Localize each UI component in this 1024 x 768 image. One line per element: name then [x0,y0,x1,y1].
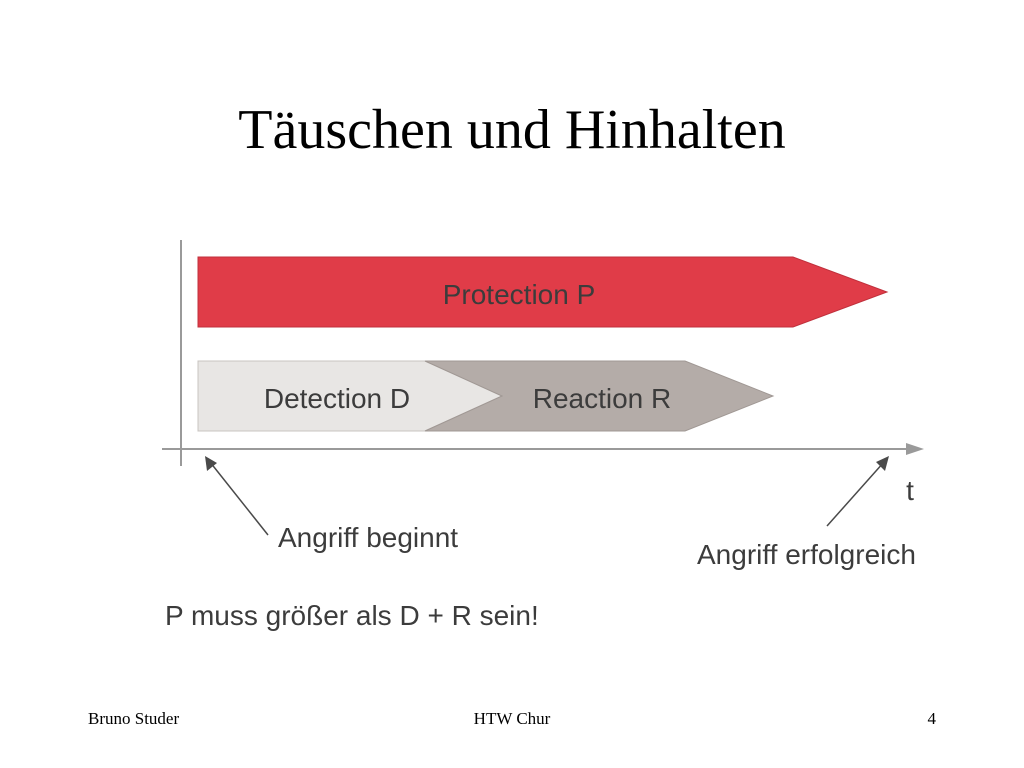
slide-title: Täuschen und Hinhalten [238,99,786,161]
protection-label: Protection P [443,279,596,310]
attack-success-label: Angriff erfolgreich [697,539,916,570]
attack-success-pointer-line [826,461,885,527]
reaction-bar [424,360,775,432]
attack-start-arrowhead [205,456,217,471]
attack-start-pointer-line [209,461,269,536]
protection-bar [197,256,889,328]
time-axis-arrowhead [906,443,924,455]
condition-text: P muss größer als D + R sein! [165,600,539,631]
time-axis-label: t [906,475,914,506]
footer-author: Bruno Studer [88,709,180,728]
reaction-label: Reaction R [533,383,672,414]
detection-label: Detection D [264,383,410,414]
attack-start-label: Angriff beginnt [278,522,458,553]
footer-institution: HTW Chur [473,709,551,728]
attack-success-arrowhead [876,456,889,471]
footer-page-number: 4 [927,709,937,728]
